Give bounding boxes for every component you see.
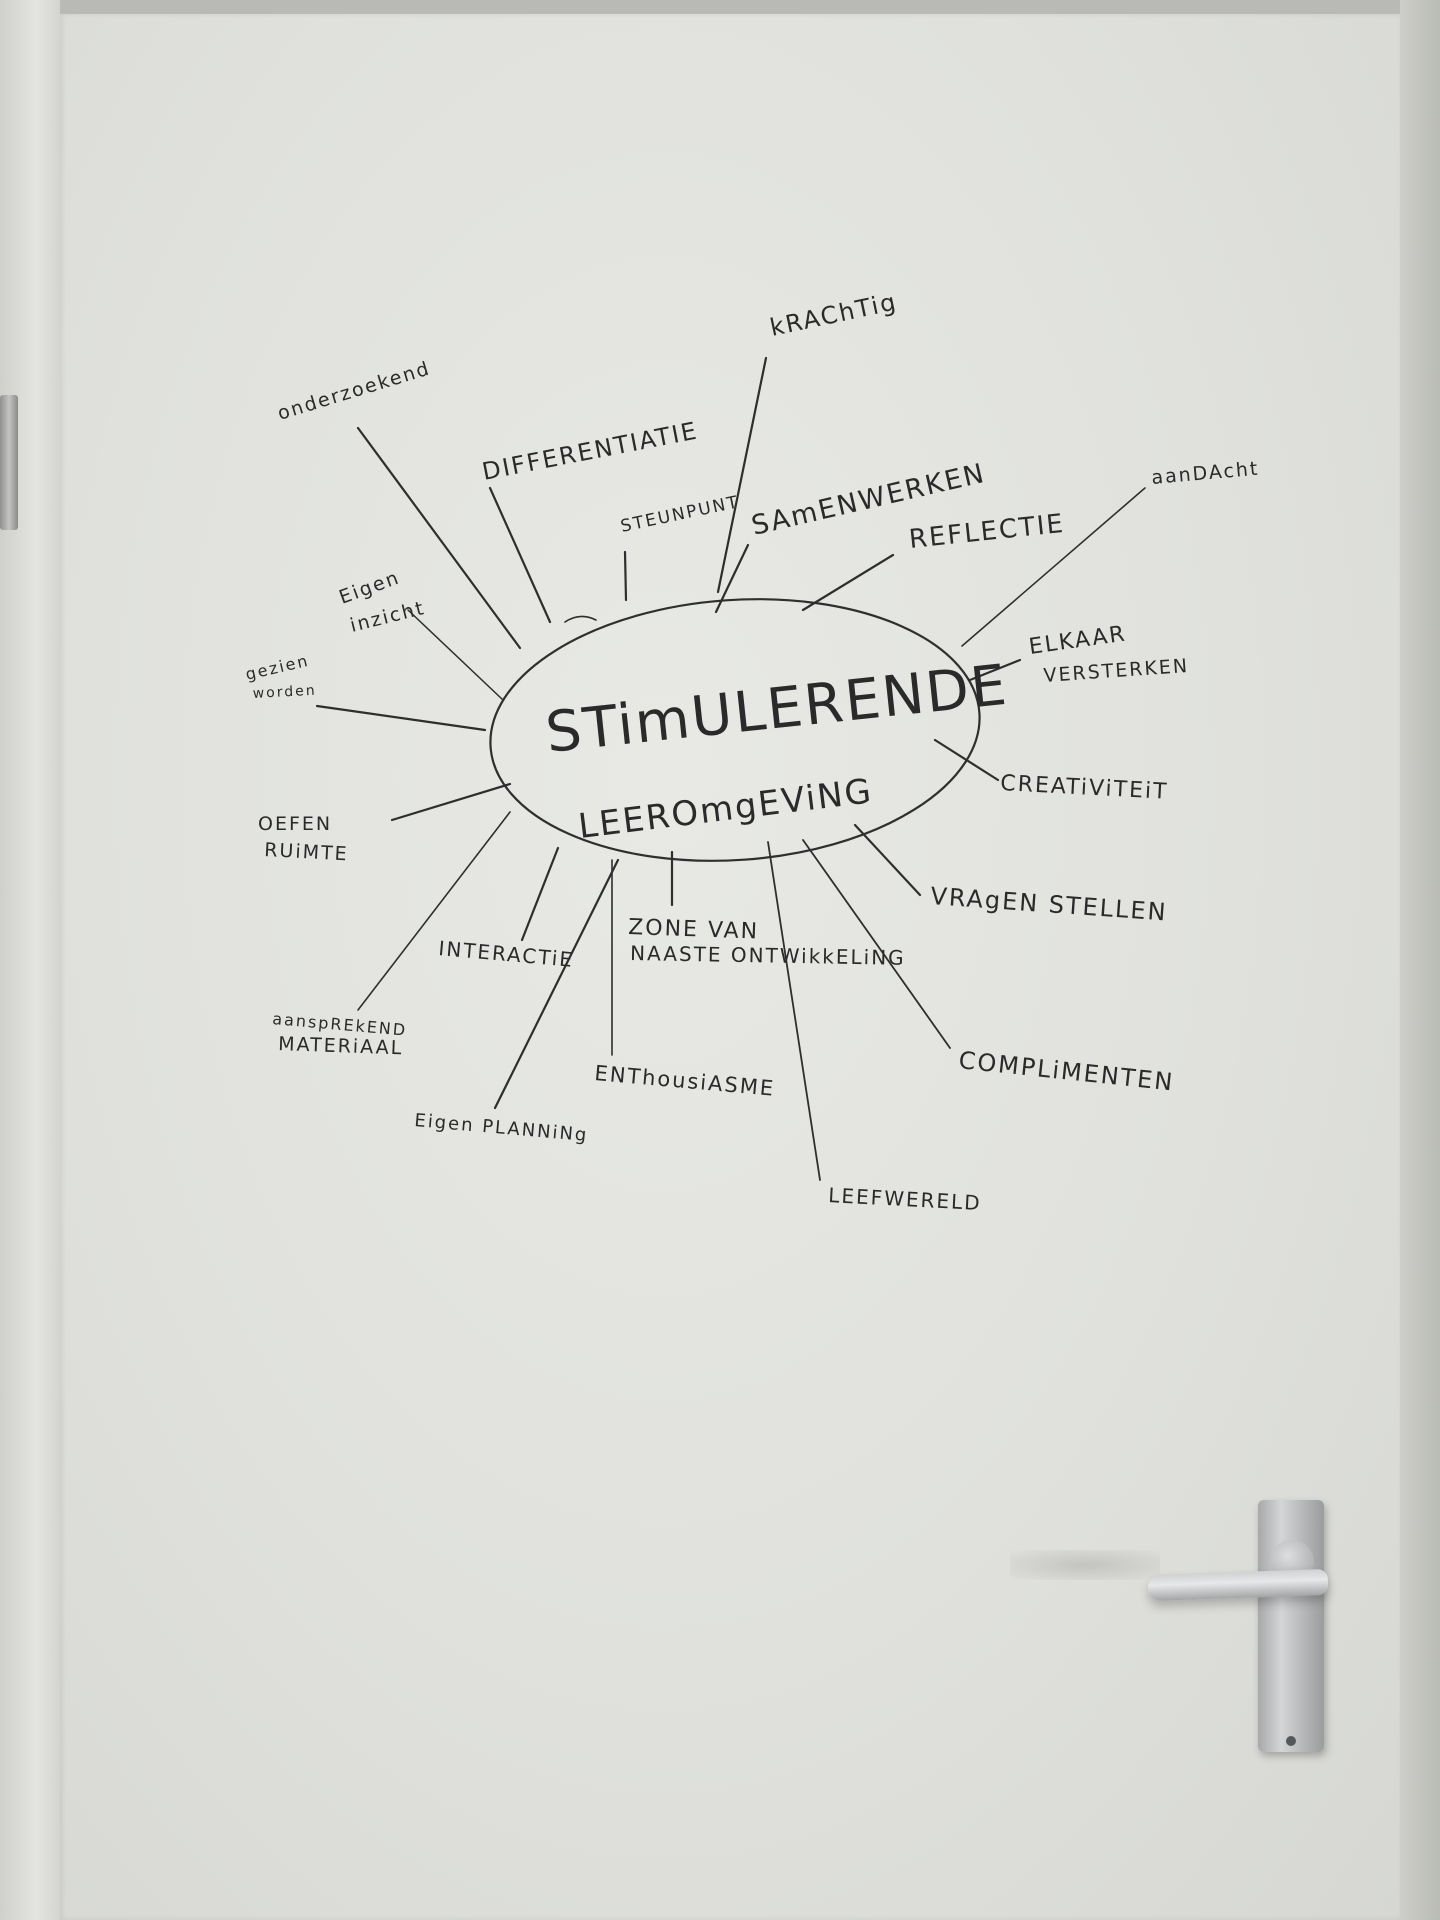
label-aansprekend-2: MATERiAAL	[278, 1033, 404, 1059]
line-eigen-inzicht	[407, 609, 504, 701]
door-frame-left	[0, 0, 60, 1920]
center-title-line1: STimULERENDE	[543, 653, 1012, 766]
door-handle-plate	[1258, 1500, 1324, 1752]
label-eigen-planning: Eigen PLANNiNg	[414, 1110, 590, 1146]
line-complimenten	[802, 839, 951, 1049]
label-oefen-ruimte-1: OEFEN	[258, 813, 332, 835]
label-interactie: INTERACTiE	[438, 936, 575, 972]
door-whiteboard	[60, 14, 1400, 1920]
center-ellipse	[489, 598, 981, 862]
label-reflectie: REFLECTIE	[908, 509, 1067, 555]
line-creativiteit	[933, 738, 1000, 782]
door-hinge	[0, 395, 18, 530]
label-leefwereld: LEEFWERELD	[828, 1183, 982, 1215]
line-samenwerken	[714, 543, 750, 614]
line-leefwereld	[767, 841, 821, 1181]
label-gezien-worden-1: gezien	[244, 651, 311, 684]
label-elkaar-versterken-2: VERSTERKEN	[1043, 655, 1190, 687]
door-frame-right	[1400, 0, 1440, 1920]
line-gezien-worden	[315, 704, 487, 732]
line-interactie	[520, 846, 560, 942]
ellipse-accent	[564, 615, 597, 623]
line-krachtig	[716, 356, 768, 594]
label-zone-2: NAASTE ONTWikkELiNG	[630, 941, 906, 970]
label-eigen-inzicht-1: Eigen	[336, 566, 403, 608]
label-differentiatie: DIFFERENTIATIE	[480, 417, 701, 486]
line-eigen-planning	[493, 858, 620, 1110]
label-vragen-stellen: VRAgEN STELLEN	[930, 882, 1169, 926]
label-complimenten: COMPLiMENTEN	[957, 1046, 1175, 1096]
line-vragen-stellen	[853, 823, 922, 897]
line-steunpunt	[623, 550, 628, 602]
label-elkaar-versterken-1: ELKAAR	[1027, 622, 1128, 660]
label-eigen-inzicht-2: inzicht	[348, 597, 428, 637]
line-differentiatie	[488, 486, 552, 624]
center-title-line2: LEEROmgEViNG	[576, 771, 875, 847]
line-aandacht	[961, 487, 1146, 647]
label-oefen-ruimte-2: RUiMTE	[264, 839, 349, 865]
line-onderzoekend	[356, 426, 522, 650]
label-krachtig: kRAChTig	[767, 288, 899, 342]
label-gezien-worden-2: worden	[252, 683, 317, 702]
handle-shadow	[1010, 1550, 1160, 1580]
line-oefen-ruimte	[390, 782, 512, 822]
label-onderzoekend: onderzoekend	[275, 357, 433, 424]
label-steunpunt: STEUNPUNT	[619, 492, 741, 537]
handle-screw	[1286, 1736, 1296, 1746]
line-elkaar-versterken	[968, 658, 1022, 682]
label-enthousiasme: ENThousiASME	[594, 1061, 777, 1101]
label-zone-1: ZONE VAN	[628, 915, 760, 945]
line-aansprekend	[357, 811, 511, 1011]
label-creativiteit: CREATiViTEiT	[1000, 771, 1169, 805]
line-reflectie	[801, 553, 895, 612]
label-aandacht: aanDAcht	[1151, 458, 1261, 489]
